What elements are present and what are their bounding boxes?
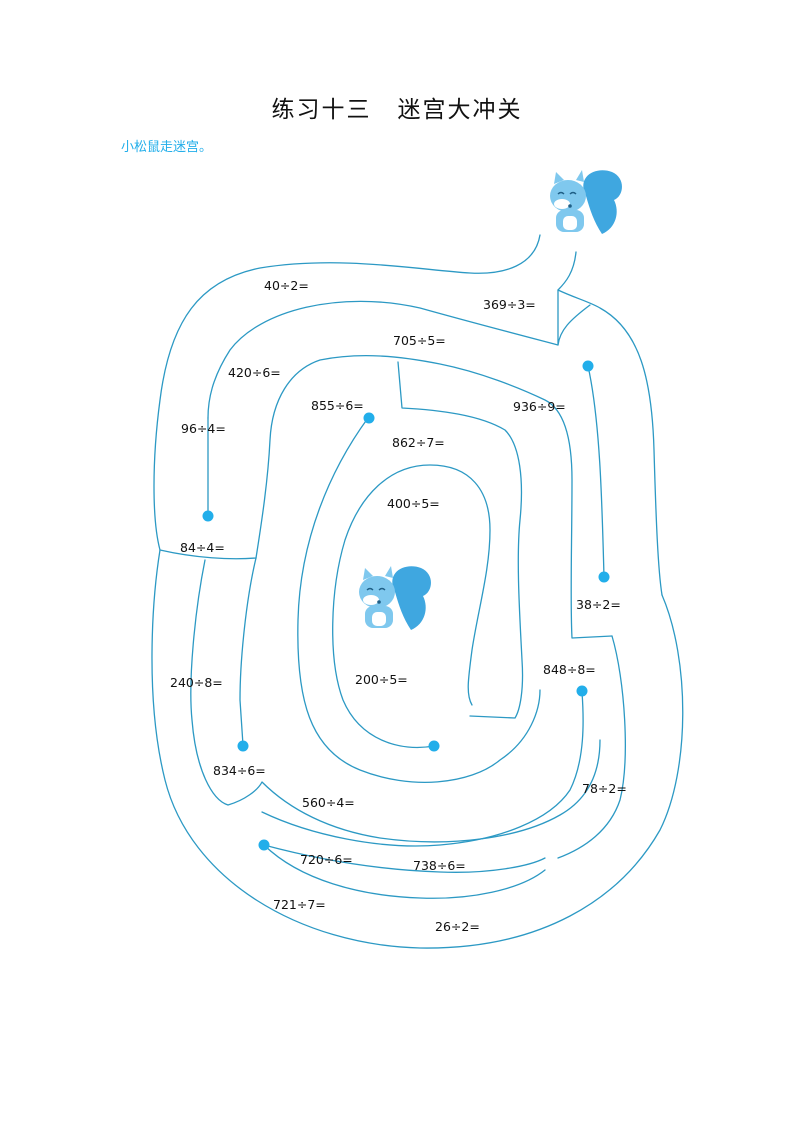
maze-wall-entry-left xyxy=(153,234,541,551)
problem-label: 40÷2= xyxy=(264,278,309,293)
dead-end-dot-720 xyxy=(258,839,270,851)
problem-label: 38÷2= xyxy=(576,597,621,612)
problem-label: 560÷4= xyxy=(302,795,355,810)
squirrel-icon xyxy=(359,566,431,630)
problem-label: 26÷2= xyxy=(435,919,480,934)
problem-label: 420÷6= xyxy=(228,365,281,380)
title-lesson: 练习十三 xyxy=(271,97,372,123)
problem-label: 705÷5= xyxy=(393,333,446,348)
maze-wall-outer xyxy=(151,549,684,949)
problem-label: 400÷5= xyxy=(387,496,440,511)
problem-label: 369÷3= xyxy=(483,297,536,312)
maze-wall-spur-38 xyxy=(587,365,605,578)
maze-wall-ring2-left xyxy=(255,355,613,639)
problem-label: 721÷7= xyxy=(273,897,326,912)
dead-end-dot-200 xyxy=(428,740,440,752)
problem-label: 855÷6= xyxy=(311,398,364,413)
problem-label: 720÷6= xyxy=(300,852,353,867)
maze-wall-divider-84 xyxy=(159,549,257,560)
maze-wall-ring3-outer xyxy=(297,417,541,783)
squirrel-icon xyxy=(550,170,622,234)
problem-label: 738÷6= xyxy=(413,858,466,873)
instruction-text: 小松鼠走迷宫。 xyxy=(121,140,213,155)
maze-wall-entry-right xyxy=(557,251,663,596)
problem-label: 200÷5= xyxy=(355,672,408,687)
maze-wall-inner-loop xyxy=(332,464,491,749)
maze-wall-ring2-top xyxy=(207,300,559,419)
dead-end-dot-38 xyxy=(598,571,610,583)
problem-label: 84÷4= xyxy=(180,540,225,555)
problem-label: 240÷8= xyxy=(170,675,223,690)
dead-end-dot-936 xyxy=(582,360,594,372)
maze-wall-lower-passage xyxy=(263,844,546,899)
dead-end-dot-96 xyxy=(202,510,214,522)
maze-wall-center-divider xyxy=(397,361,524,719)
maze-wall-ring2-right-lower xyxy=(557,635,626,859)
dead-end-dot-855 xyxy=(363,412,375,424)
maze-wall-ring2-bottom xyxy=(190,557,601,843)
problem-label: 862÷7= xyxy=(392,435,445,450)
page-title: 练习十三迷宫大冲关 xyxy=(0,90,794,124)
maze-wall-ring3-right xyxy=(261,691,584,847)
problem-label: 936÷9= xyxy=(513,399,566,414)
maze-wall-ring2-right xyxy=(557,289,591,346)
dead-end-dot-848 xyxy=(576,685,588,697)
dead-end-dot-834 xyxy=(237,740,249,752)
problem-label: 834÷6= xyxy=(213,763,266,778)
title-topic: 迷宫大冲关 xyxy=(397,97,523,123)
problem-label: 848÷8= xyxy=(543,662,596,677)
problem-label: 78÷2= xyxy=(582,781,627,796)
problem-label: 96÷4= xyxy=(181,421,226,436)
